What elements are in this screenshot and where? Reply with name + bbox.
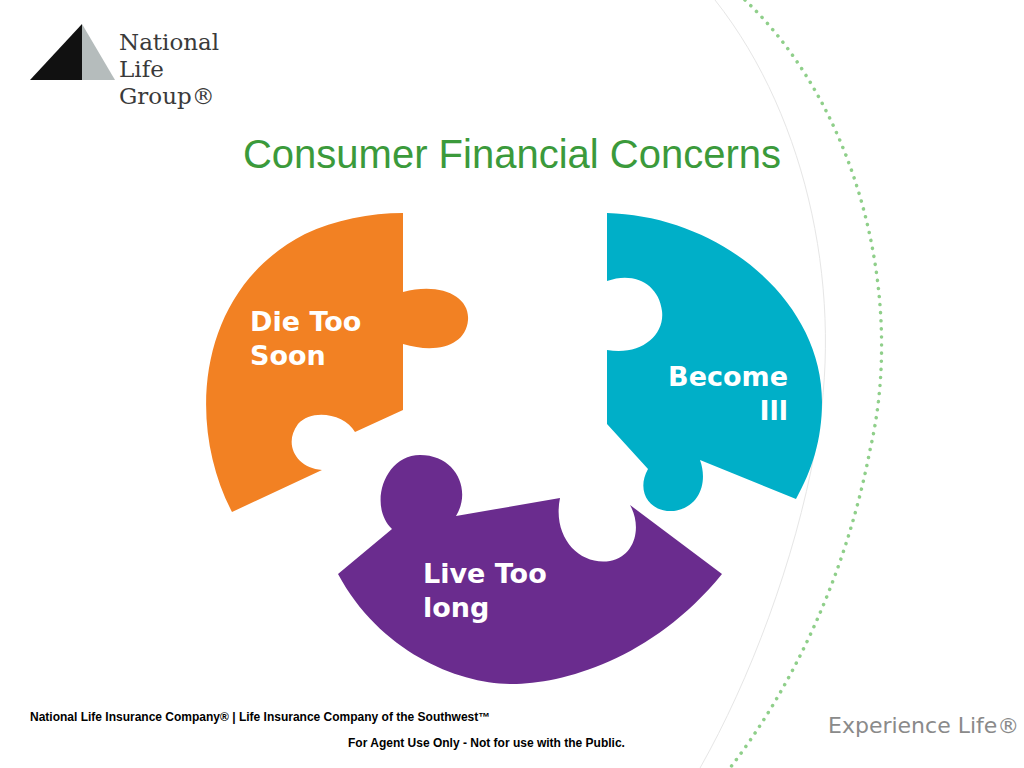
piece-label: Live Too long <box>423 557 593 625</box>
puzzle-piece: Become Ill <box>600 205 830 520</box>
logo-wordmark: National Life Group® <box>119 29 259 110</box>
slide-title: Consumer Financial Concerns <box>150 132 874 177</box>
logo-grey-triangle <box>82 24 115 80</box>
piece-label: Die Too Soon <box>250 305 410 373</box>
logo-dark-triangle <box>30 24 82 80</box>
piece-label: Become Ill <box>640 360 788 428</box>
puzzle-piece: Live Too long <box>330 445 730 690</box>
tagline: Experience Life® <box>828 713 1018 738</box>
piece-shape <box>607 213 822 511</box>
piece-shape <box>338 455 722 684</box>
footer-company: National Life Insurance Company® | Life … <box>30 710 730 724</box>
footer-disclaimer: For Agent Use Only - Not for use with th… <box>348 736 748 750</box>
